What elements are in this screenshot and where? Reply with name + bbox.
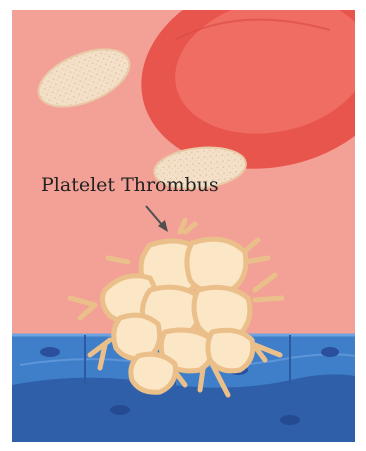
nucleus — [110, 405, 130, 415]
nucleus — [40, 347, 60, 357]
thrombus-label: Platelet Thrombus — [41, 174, 219, 196]
nucleus — [280, 415, 300, 425]
nucleus — [321, 347, 339, 357]
